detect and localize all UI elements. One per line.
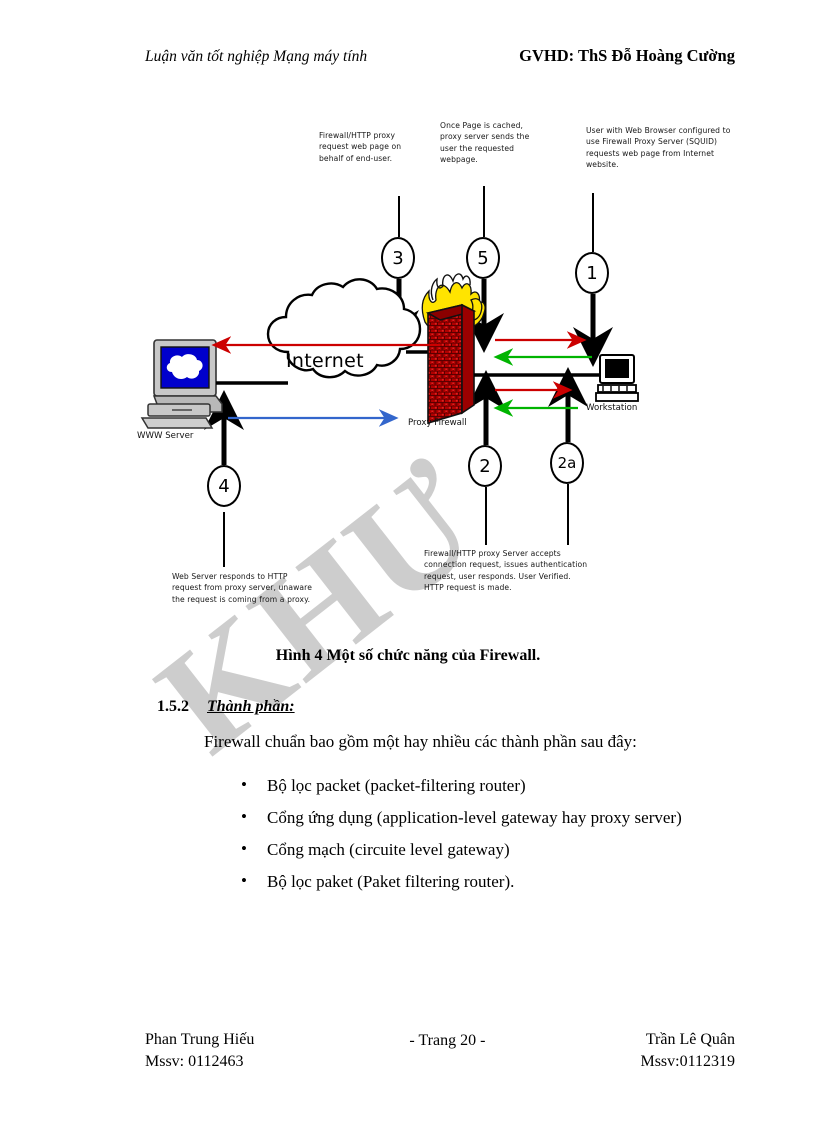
www-server-icon: [140, 339, 223, 429]
www-server-label: WWW Server: [137, 431, 194, 441]
list-item: Cổng mạch (circuite level gateway): [241, 833, 757, 866]
footer-right-name: Trần Lê Quân: [645, 1031, 735, 1048]
step-marker-5: 5: [466, 237, 500, 279]
callout-step-5: Once Page is cached, proxy server sends …: [440, 121, 530, 165]
header-thesis-title: Luận văn tốt nghiệp Mạng máy tính: [145, 48, 368, 65]
footer-left-id: Mssv: 0112463: [145, 1053, 244, 1070]
section-title: Thành phần:: [207, 698, 295, 715]
list-item: Cổng ứng dụng (application-level gateway…: [241, 801, 757, 834]
step-marker-4: 4: [207, 465, 241, 507]
figure-caption: Hình 4 Một số chức năng của Firewall.: [275, 647, 541, 664]
callout-step-3: Firewall/HTTP proxy request web page on …: [319, 131, 402, 163]
step-marker-1: 1: [575, 252, 609, 294]
section-heading: 1.5.2 Thành phần:: [157, 698, 757, 716]
section-number: 1.5.2: [157, 698, 189, 715]
proxy-firewall-label: Proxy Firewall: [408, 418, 467, 428]
list-item: Bộ lọc paket (Paket filtering router).: [241, 865, 757, 898]
step-marker-2: 2: [468, 445, 502, 487]
footer-right-id: Mssv:0112319: [640, 1053, 735, 1070]
step-marker-3: 3: [381, 237, 415, 279]
header-advisor: GVHD: ThS Đỗ Hoàng Cường: [519, 46, 735, 65]
diagram-canvas: [140, 186, 639, 567]
callout-step-1: User with Web Browser configured to use …: [586, 126, 731, 170]
internet-cloud-label: Internet: [286, 350, 364, 372]
list-item: Bộ lọc packet (packet-filtering router): [241, 769, 757, 802]
workstation-icon: [595, 354, 639, 402]
page-header: Luận văn tốt nghiệp Mạng máy tính GVHD: …: [145, 46, 735, 66]
callout-step-2: Firewall/HTTP proxy Server accepts conne…: [424, 549, 588, 593]
section-1-5-2: 1.5.2 Thành phần: Firewall chuẩn bao gồm…: [157, 698, 757, 898]
proxy-firewall-icon: [421, 273, 486, 425]
firewall-diagram: Internet WWW Server Workstation Proxy Fi…: [137, 121, 731, 604]
footer-page-number: - Trang 20 -: [409, 1032, 486, 1049]
footer-author-left: Phan Trung Hiếu Mssv: 0112463: [145, 1029, 254, 1073]
component-list: Bộ lọc packet (packet-filtering router) …: [157, 769, 757, 898]
footer-left-name: Phan Trung Hiếu: [145, 1031, 255, 1048]
callout-step-4: Web Server responds to HTTP request from…: [172, 572, 312, 604]
page-footer: Phan Trung Hiếu Mssv: 0112463 - Trang 20…: [145, 1029, 735, 1073]
step-marker-2a: 2a: [550, 442, 584, 484]
internet-cloud: [266, 278, 422, 379]
workstation-label: Workstation: [586, 403, 638, 413]
footer-author-right: Trần Lê Quân Mssv:0112319: [640, 1029, 735, 1073]
section-lead-paragraph: Firewall chuẩn bao gồm một hay nhiều các…: [204, 732, 637, 751]
